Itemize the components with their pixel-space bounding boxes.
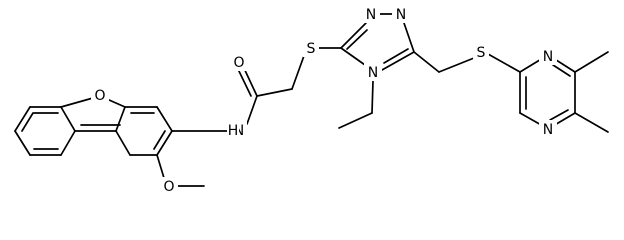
- bond: [381, 51, 415, 71]
- bond: [156, 154, 165, 179]
- bond: [256, 88, 293, 97]
- bond: [371, 80, 374, 114]
- bond: [246, 95, 258, 125]
- bond: [60, 106, 76, 132]
- bond: [552, 64, 571, 77]
- atom-oxygen-carbonyl: O: [233, 55, 244, 71]
- bond: [338, 112, 373, 129]
- bond: [153, 130, 166, 150]
- atom-nitrogen-pyrimidine-3: N: [543, 122, 553, 138]
- atom-nitrogen-triazole-2: N: [396, 7, 406, 23]
- bond: [413, 51, 440, 73]
- molecule-structure: O N H O S N N N S N N O: [14, 5, 609, 195]
- atom-hydrogen-amide: H: [228, 123, 239, 139]
- atom-nitrogen-pyrimidine-1: N: [543, 49, 553, 65]
- atom-oxygen-methoxy: O: [163, 179, 174, 195]
- atom-nitrogen-triazole-1: N: [366, 7, 376, 23]
- bond: [21, 112, 34, 132]
- bond: [487, 53, 521, 73]
- bond: [549, 109, 569, 121]
- atom-sulfur-triazole: S: [307, 41, 316, 57]
- bond: [403, 22, 415, 53]
- bond: [346, 29, 368, 50]
- bond: [291, 52, 306, 90]
- bond: [14, 130, 31, 156]
- bond: [383, 48, 409, 64]
- bond: [60, 130, 76, 156]
- atom-sulfur-methylene: S: [477, 45, 486, 61]
- atom-labels: O N H O S N N N S N N O: [91, 5, 557, 195]
- bond: [115, 130, 131, 156]
- bond: [156, 106, 173, 132]
- bond: [236, 66, 252, 97]
- bond: [574, 51, 609, 73]
- bond: [14, 106, 31, 132]
- bond: [574, 112, 609, 133]
- bond: [340, 47, 366, 66]
- bond: [156, 130, 173, 156]
- atom-oxygen-furan: O: [94, 88, 105, 104]
- atom-nitrogen-triazole-4: N: [368, 65, 378, 81]
- bond: [340, 22, 367, 49]
- bond: [438, 57, 475, 73]
- bond: [115, 106, 126, 132]
